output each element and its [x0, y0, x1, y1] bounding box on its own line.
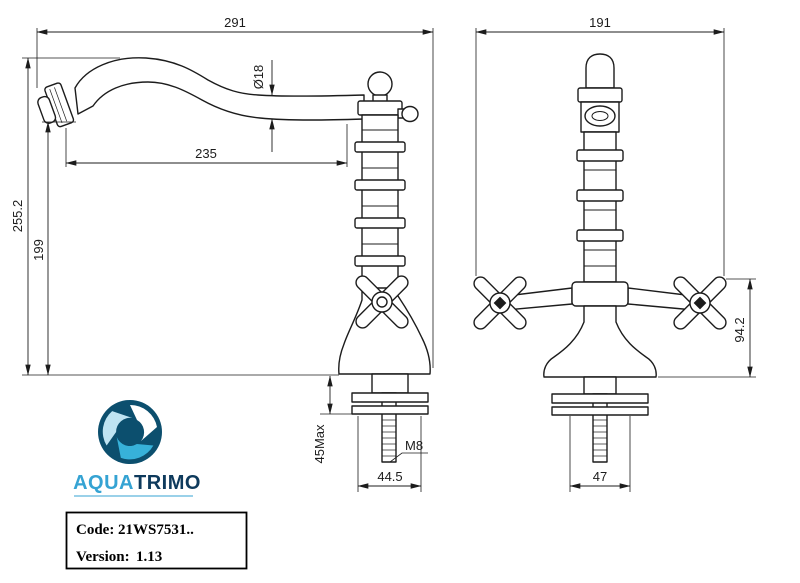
brand-name-trimo: TRIMO [134, 472, 201, 494]
brand-name-aqua: AQUA [73, 472, 134, 494]
cross-handle-right [673, 276, 727, 330]
front-dimensions: 191 94.2 47 [475, 15, 756, 492]
clamp-plate-front-1 [551, 393, 649, 404]
clamp-plate-2 [351, 405, 429, 415]
dim-overall-width: 191 [589, 15, 611, 30]
shank-front [583, 376, 617, 395]
shank-side [371, 373, 409, 394]
finial-ball [367, 71, 393, 97]
side-knob [401, 105, 419, 123]
dim-handle-height: 94.2 [732, 317, 747, 342]
front-view [473, 53, 727, 463]
dim-overall-height: 255.2 [10, 200, 25, 233]
body-base-side [338, 287, 431, 375]
dim-spout-height: 199 [31, 239, 46, 261]
side-view [37, 57, 431, 463]
spout [74, 57, 365, 121]
dim-base-width: 47 [593, 469, 607, 484]
threaded-stud-side [381, 392, 397, 463]
dim-overall-depth: 291 [224, 15, 246, 30]
spout-collar [357, 100, 403, 116]
dim-deck-max: 45Max [312, 424, 327, 464]
side-dimensions: 291 255.2 199 235 Ø18 45Max M8 44.5 [10, 15, 434, 492]
spout-nozzle [37, 82, 75, 128]
handle-junction [571, 281, 629, 307]
thread-lines-front [593, 419, 607, 457]
clamp-plate-1 [351, 392, 429, 403]
dim-spout-diameter: Ø18 [251, 65, 266, 90]
cross-handle-side [355, 275, 409, 329]
version-label: Version: [76, 549, 130, 565]
title-block-border [65, 511, 248, 570]
code-value: 21WS7531.. [118, 522, 194, 538]
clamp-plate-front-2 [551, 406, 649, 416]
code-label: Code: [76, 522, 114, 538]
title-block: Code: 21WS7531.. Version: 1.13 [65, 511, 248, 570]
body-base-front [543, 305, 657, 378]
version-value: 1.13 [136, 549, 162, 565]
threaded-stud-front [592, 393, 608, 463]
dim-thread: M8 [405, 438, 423, 453]
dim-spout-reach: 235 [195, 146, 217, 161]
dim-base-depth: 44.5 [377, 469, 402, 484]
brand-logo: AQUA TRIMO [73, 400, 201, 497]
cross-handle-left [473, 276, 527, 330]
top-cap [585, 53, 615, 89]
swivel-ring [584, 105, 616, 127]
thread-lines-side [382, 419, 396, 457]
logo-swirl-icon [98, 400, 162, 464]
